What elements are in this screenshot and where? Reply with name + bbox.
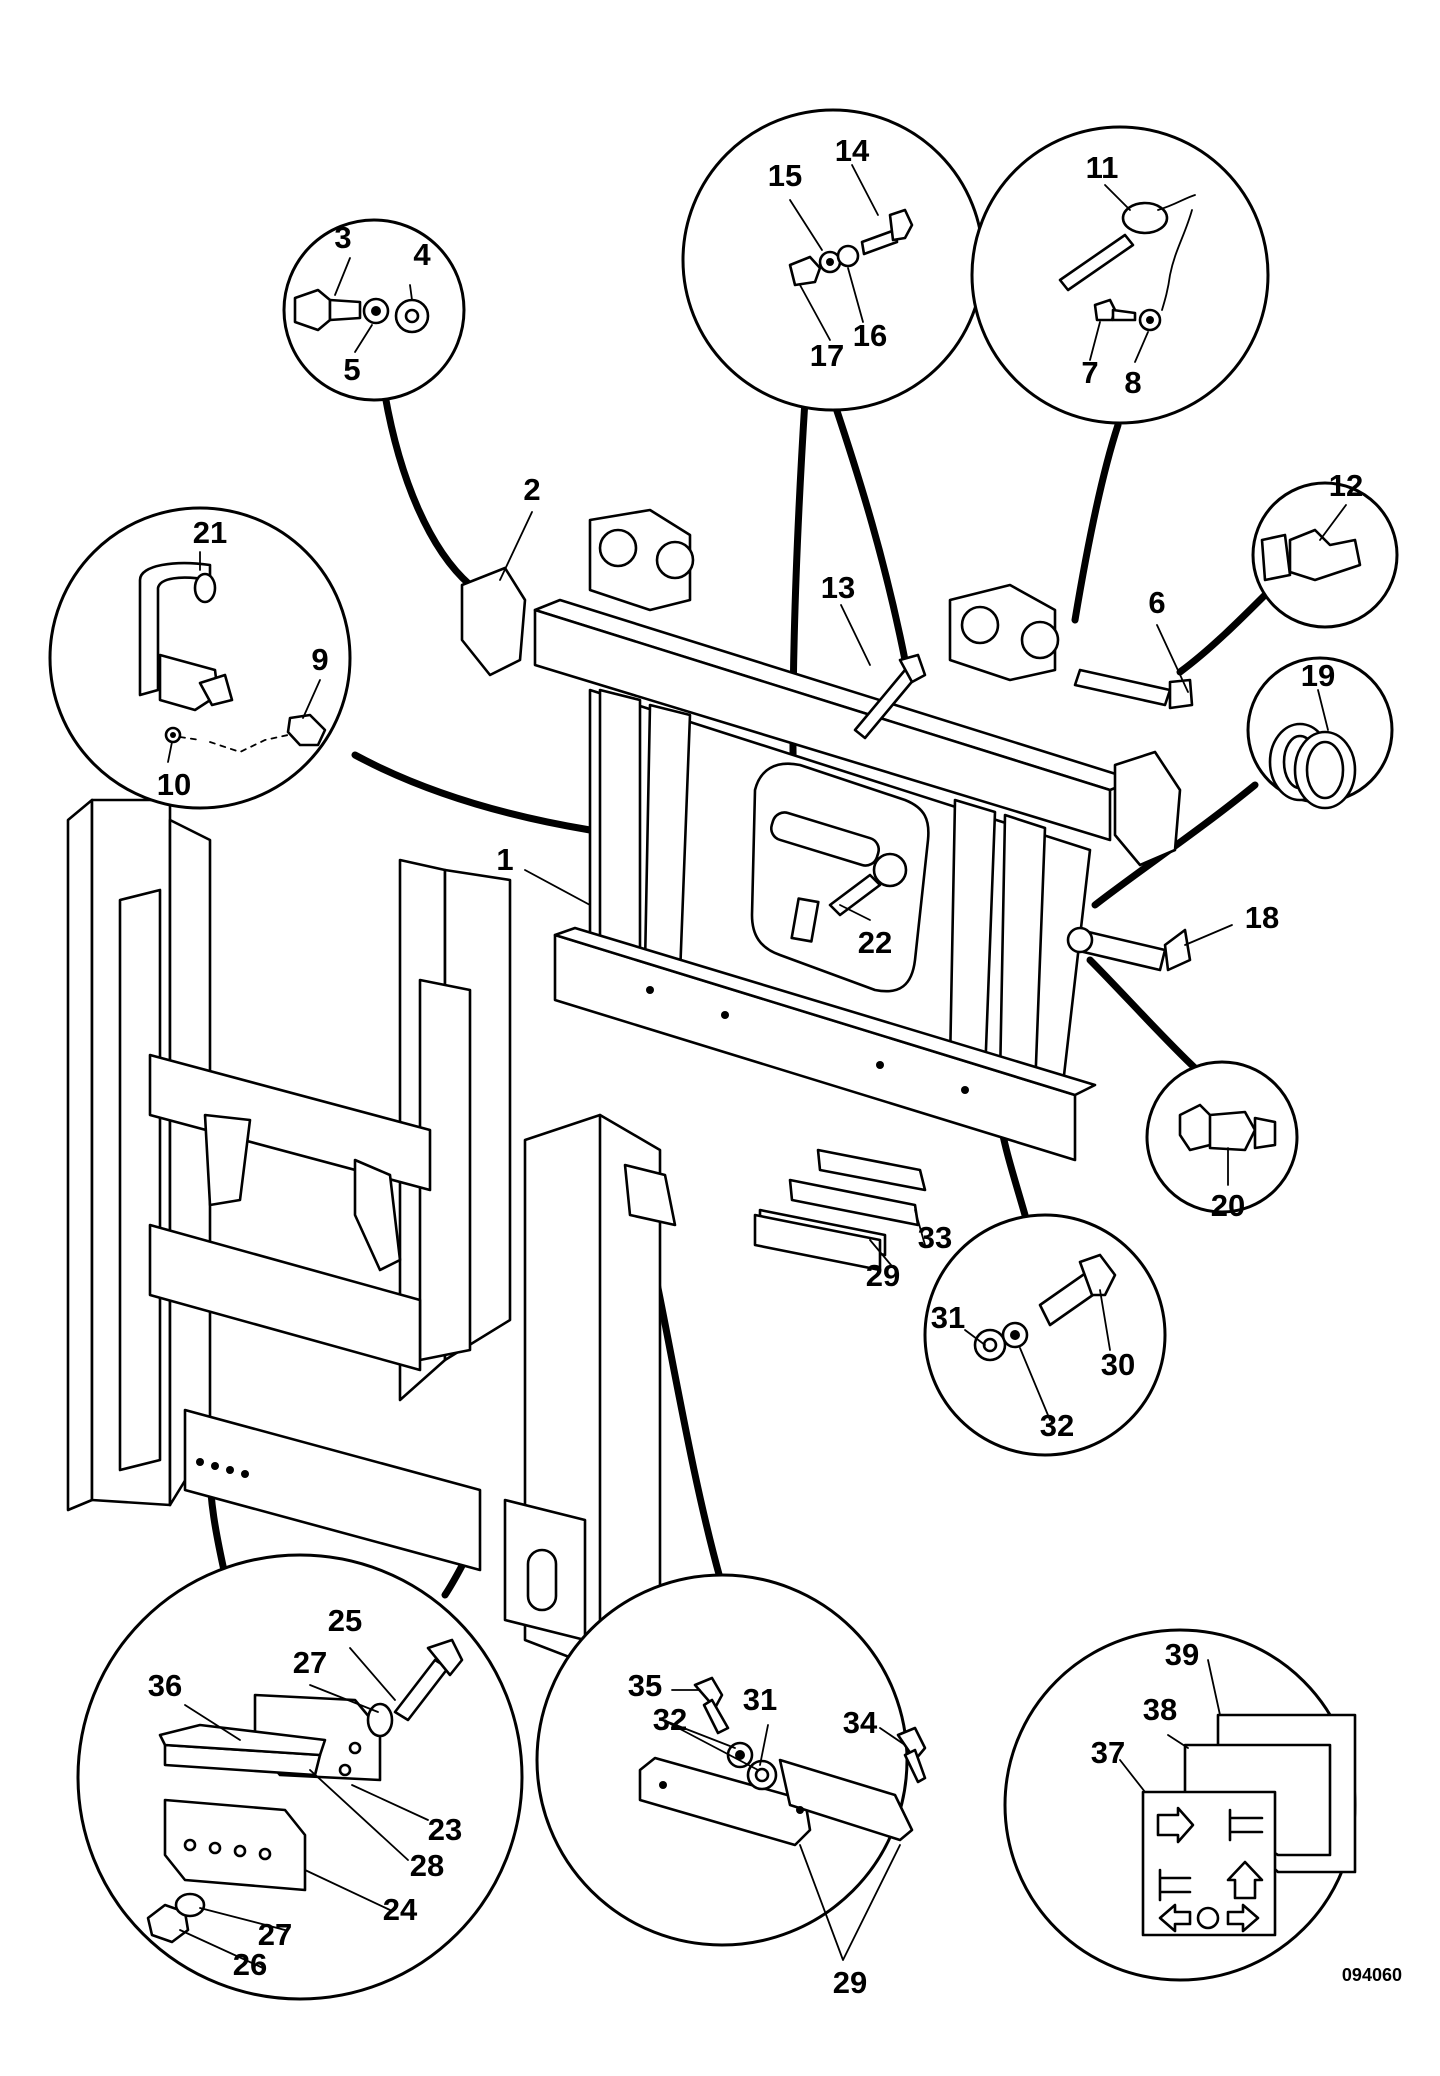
detail-circle-20 [1145, 1060, 1299, 1214]
callout-23: 23 [428, 1812, 462, 1847]
callout-14: 14 [835, 133, 870, 168]
callout-26: 26 [233, 1947, 267, 1982]
detail-circle-19 [1246, 656, 1394, 810]
detail-circle-9-10-21 [48, 506, 352, 810]
callout-11: 11 [1086, 150, 1119, 185]
callout-27b: 27 [258, 1917, 292, 1952]
callout-25: 25 [328, 1603, 362, 1638]
callout-8: 8 [1124, 365, 1141, 400]
callout-38: 38 [1143, 1692, 1177, 1727]
detail-circle-14-17 [681, 108, 985, 412]
callout-9: 9 [311, 642, 328, 677]
detail-circle-12 [1251, 481, 1399, 629]
callout-31b: 31 [743, 1682, 777, 1717]
callout-12: 12 [1329, 468, 1363, 503]
detail-circle-7-11 [970, 125, 1270, 425]
callout-16: 16 [853, 318, 887, 353]
callout-33: 33 [918, 1220, 952, 1255]
detail-circle-29-33-30 [923, 1213, 1167, 1457]
callout-20: 20 [1211, 1188, 1245, 1223]
callout-37: 37 [1091, 1735, 1125, 1770]
callout-2: 2 [523, 472, 540, 507]
callout-10: 10 [157, 767, 191, 802]
callout-18: 18 [1245, 900, 1279, 935]
callout-15: 15 [768, 158, 802, 193]
callout-labels: 1 2 3 4 5 6 7 8 9 10 11 12 13 14 15 16 1… [148, 133, 1363, 2000]
callout-35: 35 [628, 1668, 662, 1703]
callout-32: 32 [1040, 1408, 1074, 1443]
callout-28: 28 [410, 1848, 444, 1883]
callout-24: 24 [383, 1892, 418, 1927]
detail-circle-37-39 [1003, 1628, 1357, 1982]
callout-6: 6 [1148, 585, 1165, 620]
reference-code: 094060 [1342, 1965, 1402, 1985]
callout-pointers [167, 164, 1347, 1969]
callout-7: 7 [1081, 355, 1098, 390]
callout-32b: 32 [653, 1702, 687, 1737]
callout-34: 34 [843, 1705, 878, 1740]
detail-circle-23-28-36 [76, 1553, 524, 2001]
callout-4: 4 [413, 237, 431, 272]
callout-13: 13 [821, 570, 855, 605]
callout-39: 39 [1165, 1637, 1199, 1672]
detail-circle-3-5 [282, 218, 466, 402]
callout-17: 17 [810, 338, 844, 373]
callout-22: 22 [858, 925, 892, 960]
callout-31: 31 [931, 1300, 965, 1335]
callout-1: 1 [496, 842, 513, 877]
callout-29b: 29 [833, 1965, 867, 2000]
callout-30: 30 [1101, 1347, 1135, 1382]
detail-circle-29-35 [535, 1573, 927, 1947]
callout-27: 27 [293, 1645, 327, 1680]
callout-5: 5 [343, 352, 360, 387]
callout-36: 36 [148, 1668, 182, 1703]
callout-3: 3 [334, 220, 351, 255]
callout-19: 19 [1301, 658, 1335, 693]
callout-29: 29 [866, 1258, 900, 1293]
sideshift-frame [460, 508, 1194, 1272]
callout-21: 21 [193, 515, 227, 550]
